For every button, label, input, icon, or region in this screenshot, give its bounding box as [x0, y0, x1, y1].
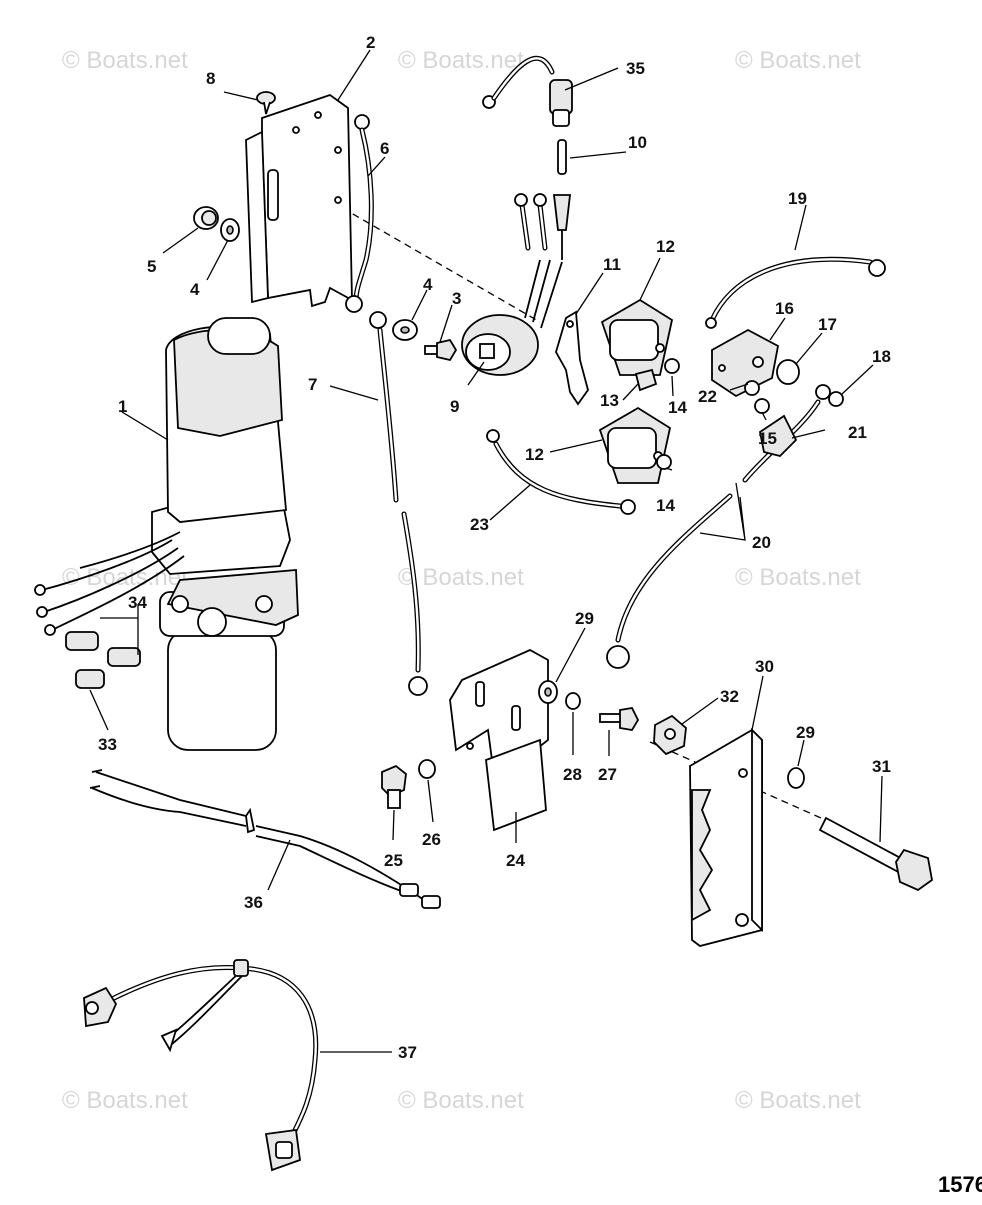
callout-label: 21 — [848, 423, 867, 442]
bolt — [381, 764, 407, 809]
washer — [744, 380, 760, 396]
washer — [538, 680, 558, 704]
circuit-breaker — [711, 328, 780, 398]
callout-label: 25 — [384, 851, 403, 870]
fitting — [65, 631, 141, 689]
callout-label: 16 — [775, 299, 794, 318]
nut — [754, 398, 770, 414]
callout-label: 12 — [525, 445, 544, 464]
callout-label: 9 — [450, 397, 459, 416]
relay — [598, 406, 672, 484]
callout-label: 4 — [423, 275, 433, 294]
callout-label: 14 — [668, 398, 687, 417]
washer — [392, 319, 418, 341]
wiring-harness — [89, 769, 441, 909]
spacer — [193, 206, 219, 230]
screw — [599, 707, 640, 731]
mounting-bracket — [449, 648, 549, 832]
watermark: © Boats.net — [735, 47, 861, 74]
watermark: © Boats.net — [735, 1087, 861, 1114]
callout-label: 5 — [147, 257, 156, 276]
nut — [656, 454, 672, 470]
callout-label: 18 — [872, 347, 891, 366]
screw — [256, 91, 276, 115]
callout-label: 2 — [366, 33, 375, 52]
callout-label: 6 — [380, 139, 389, 158]
callout-label: 8 — [206, 69, 215, 88]
battery-cable — [369, 311, 428, 696]
callout-label: 36 — [244, 893, 263, 912]
figure-number: 1576 — [938, 1172, 982, 1197]
callout-label: 17 — [818, 315, 837, 334]
watermark: © Boats.net — [398, 1087, 524, 1114]
washer — [418, 759, 436, 779]
callout-label: 14 — [656, 496, 675, 515]
callout-label: 7 — [308, 375, 317, 394]
ground-cable — [345, 114, 374, 313]
callout-label: 34 — [128, 593, 147, 612]
trim-pump-motor — [34, 317, 299, 751]
jumper-cable — [486, 429, 636, 515]
watermark: © Boats.net — [398, 47, 524, 74]
washer — [787, 767, 805, 789]
mounting-block — [689, 727, 763, 947]
bolt — [424, 338, 458, 362]
callout-label: 31 — [872, 757, 891, 776]
callout-label: 30 — [755, 657, 774, 676]
callout-label: 11 — [603, 255, 621, 274]
screw — [634, 368, 658, 392]
positive-cable — [606, 384, 831, 669]
watermark: © Boats.net — [62, 1087, 188, 1114]
callout-label: 3 — [452, 289, 461, 308]
watermark: © Boats.net — [735, 564, 861, 591]
clamp — [555, 310, 589, 406]
callout-label: 24 — [506, 851, 525, 870]
washer — [776, 359, 800, 385]
callout-label: 28 — [563, 765, 582, 784]
callout-label: 15 — [758, 429, 777, 448]
harness-lead — [482, 55, 573, 127]
callout-label: 37 — [398, 1043, 417, 1062]
callout-label: 27 — [598, 765, 617, 784]
callout-label: 26 — [422, 830, 441, 849]
callout-label: 4 — [190, 280, 200, 299]
callout-label: 20 — [752, 533, 771, 552]
callout-label: 29 — [796, 723, 815, 742]
mounting-bracket — [245, 93, 353, 308]
washer — [565, 692, 581, 710]
callout-label: 33 — [98, 735, 117, 754]
callout-label: 23 — [470, 515, 489, 534]
starter-solenoid — [461, 193, 563, 376]
watermark: © Boats.net — [398, 564, 524, 591]
callout-labels: 1 2 3 4 4 5 6 7 8 9 10 11 12 12 13 14 14… — [98, 33, 891, 1062]
callout-label: 35 — [626, 59, 645, 78]
callout-label: 19 — [788, 189, 807, 208]
callout-label: 12 — [656, 237, 675, 256]
callout-label: 29 — [575, 609, 594, 628]
nut — [664, 358, 680, 374]
callout-label: 1 — [118, 397, 127, 416]
callout-label: 32 — [720, 687, 739, 706]
watermark: © Boats.net — [62, 47, 188, 74]
circuit-cable — [705, 256, 886, 329]
callout-label: 10 — [628, 133, 647, 152]
wiring-harness — [83, 959, 319, 1172]
callout-label: 22 — [698, 387, 717, 406]
nut — [828, 391, 844, 407]
callout-label: 13 — [600, 391, 619, 410]
leader-lines — [89, 49, 883, 1053]
bolt — [818, 816, 933, 892]
nut — [653, 714, 687, 756]
fuse-holder — [552, 139, 572, 260]
relay — [600, 298, 674, 376]
washer — [220, 218, 240, 242]
